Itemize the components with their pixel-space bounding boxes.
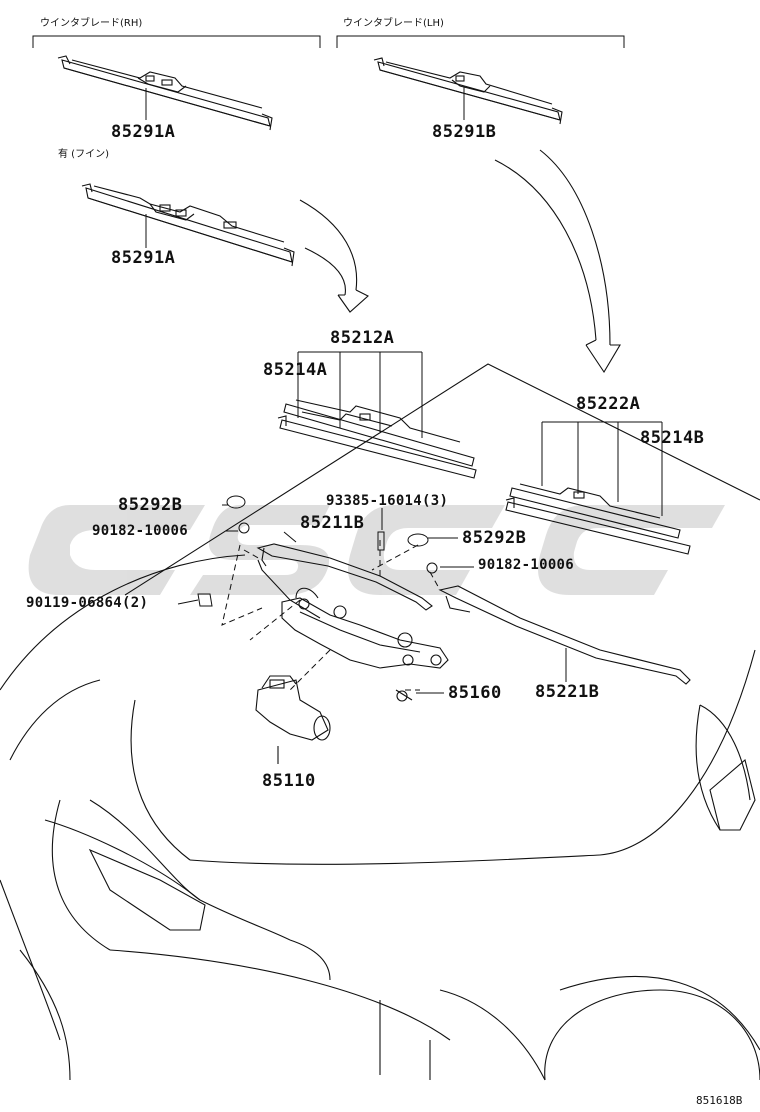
part-label-85292b-right[interactable]: 85292B [462, 528, 527, 548]
wiper-blade-rh [57, 55, 273, 131]
part-label-85291a[interactable]: 85291A [111, 122, 176, 142]
part-label-90182-left[interactable]: 90182-10006 [92, 523, 189, 539]
wiper-blade-lh [373, 57, 563, 125]
blade-assembly-85212a [277, 399, 477, 479]
part-label-85211b[interactable]: 85211B [300, 513, 365, 533]
part-label-85160[interactable]: 85160 [448, 683, 502, 703]
part-label-85292b-left[interactable]: 85292B [118, 495, 183, 515]
fasteners [197, 495, 438, 607]
part-label-85221b[interactable]: 85221B [535, 682, 600, 702]
part-label-85214a[interactable]: 85214A [263, 360, 328, 380]
wiper-blade-fine [81, 183, 295, 267]
wiper-arm-85221b [438, 585, 691, 685]
wiper-motor-85110 [255, 675, 331, 764]
part-label-85291b[interactable]: 85291B [432, 122, 497, 142]
blade-assembly-85222a [505, 483, 691, 555]
part-label-85214b[interactable]: 85214B [640, 428, 705, 448]
part-label-85110[interactable]: 85110 [262, 771, 316, 791]
car-silhouette [0, 363, 760, 1081]
header-fine: 有 (フイン) [58, 149, 109, 160]
rh-header-bracket [32, 35, 321, 48]
header-rh: ウインタブレード(RH) [40, 18, 143, 29]
part-label-85212a[interactable]: 85212A [330, 328, 395, 348]
arrow-right [494, 149, 621, 374]
part-label-85291a-fine[interactable]: 85291A [111, 248, 176, 268]
part-label-90182-right[interactable]: 90182-10006 [478, 557, 575, 573]
part-label-90119[interactable]: 90119-06864(2) [26, 595, 149, 611]
arrow-left [299, 199, 369, 313]
part-label-93385[interactable]: 93385-16014(3) [326, 493, 449, 509]
part-label-85222a[interactable]: 85222A [576, 394, 641, 414]
bracket-85212a [297, 351, 423, 438]
header-lh: ウインタブレード(LH) [343, 18, 444, 29]
figure-code: 851618B [696, 1094, 743, 1107]
lh-header-bracket [336, 35, 625, 48]
wiper-linkage-85160 [281, 587, 449, 702]
dashed-guides [221, 540, 441, 691]
bracket-85222a [541, 421, 663, 516]
